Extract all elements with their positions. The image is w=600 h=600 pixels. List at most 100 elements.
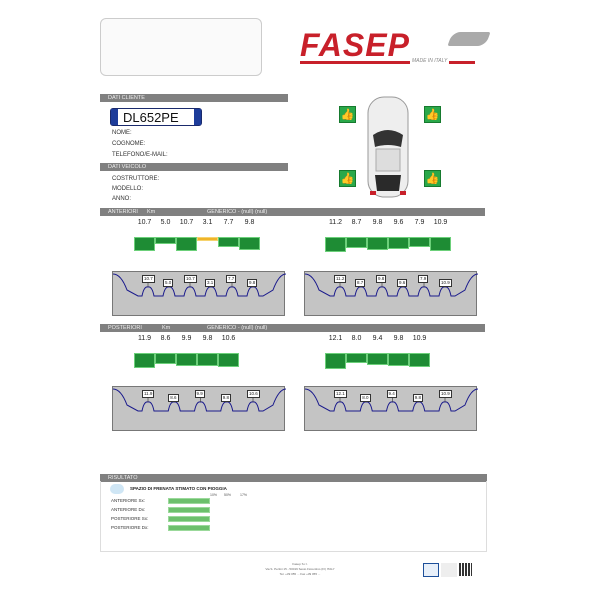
tread-depth-bar — [155, 237, 176, 244]
tread-depth-bar — [176, 353, 197, 366]
tread-depth-bar — [388, 353, 409, 366]
tread-depth-value: 8.7 — [351, 219, 362, 226]
result-row-label: POSTERIORE Dx: — [111, 525, 149, 530]
field-modello: MODELLO: — [112, 186, 144, 192]
fasep-logo: FASEP MADE IN ITALY — [300, 27, 491, 70]
qr-code — [459, 563, 472, 576]
tread-depth-value: 9.9 — [181, 335, 192, 342]
tread-depth-bar — [218, 237, 239, 247]
profile-line — [305, 273, 478, 297]
tread-depth-bar — [197, 353, 218, 366]
profile-depth-label: 8.7 — [355, 279, 366, 287]
profile-depth-label: 10.7 — [142, 275, 155, 283]
profile-depth-label: 10.6 — [247, 390, 260, 398]
tread-depth-value: 9.8 — [393, 335, 404, 342]
profile-depth-label: 9.8 — [220, 394, 232, 402]
profile-depth-label: 11.2 — [334, 275, 347, 283]
tread-depth-bar — [197, 237, 218, 242]
tread-depth-value: 12.1 — [328, 335, 343, 342]
tread-depth-bar — [155, 353, 176, 365]
tread-depth-bar — [367, 353, 388, 366]
scale-label: 50% — [224, 493, 232, 497]
plate-number: DL652PE — [123, 110, 179, 125]
profile-depth-label: 7.9 — [418, 275, 429, 283]
tread-depth-value: 10.9 — [412, 335, 427, 342]
tread-depth-value: 9.8 — [202, 335, 213, 342]
scale-label: 10% — [210, 493, 218, 497]
result-row-label: POSTERIORE Sx: — [111, 516, 149, 521]
result-row-label: ANTERIORE Dx: — [111, 507, 146, 512]
profile-depth-label: 9.6 — [397, 279, 408, 287]
scale-label: 17% — [240, 493, 248, 497]
certification-text — [441, 563, 457, 577]
rain-cloud-icon — [110, 484, 124, 494]
tread-depth-bar — [409, 237, 430, 248]
profile-depth-label: 10.9 — [439, 279, 452, 287]
section-header-posteriori: POSTERIORI Km GENERICO - (null) (null) — [100, 324, 485, 332]
thumbs-up-icon: 👍 — [424, 170, 441, 187]
thumbs-up-icon: 👍 — [339, 106, 356, 123]
logo-tagline: MADE IN ITALY — [410, 58, 450, 64]
customer-logo-box — [100, 18, 262, 76]
tread-profile-front-right: 11.2 8.7 9.8 9.6 7.9 10.9 — [304, 271, 478, 316]
tread-depth-bar — [367, 237, 388, 250]
profile-depth-label: 5.0 — [163, 279, 174, 287]
car-top-view — [365, 95, 411, 199]
tread-depth-bar — [218, 353, 239, 367]
logo-text: FASEP — [300, 27, 410, 63]
profile-depth-label: 10.7 — [184, 275, 197, 283]
tread-depth-value: 7.9 — [414, 219, 425, 226]
profile-depth-label: 9.4 — [386, 390, 397, 398]
field-anno: ANNO: — [112, 196, 132, 202]
tread-depth-bar — [346, 237, 367, 249]
tread-depth-value: 10.7 — [137, 219, 152, 226]
section-header-anteriori: ANTERIORI Km GENERICO - (null) (null) — [100, 208, 485, 216]
field-nome: NOME: — [112, 130, 132, 136]
profile-depth-label: 12.1 — [334, 390, 347, 398]
tread-depth-bar — [134, 353, 155, 369]
tread-depth-value: 9.6 — [393, 219, 404, 226]
profile-depth-label: 9.8 — [376, 275, 387, 283]
tread-depth-value: 3.1 — [202, 219, 213, 226]
tread-depth-value: 8.6 — [160, 335, 171, 342]
profile-depth-label: 11.9 — [142, 390, 155, 398]
field-costruttore: COSTRUTTORE: — [112, 176, 160, 182]
license-plate: DL652PE — [110, 108, 202, 126]
tread-depth-value: 11.2 — [328, 219, 343, 226]
profile-depth-label: 9.9 — [194, 390, 205, 398]
tread-depth-bar — [346, 353, 367, 364]
profile-depth-label: 9.8 — [247, 279, 258, 287]
profile-depth-label: 8.6 — [168, 394, 179, 402]
tread-depth-bar — [430, 237, 451, 252]
tread-depth-value: 9.4 — [372, 335, 383, 342]
footer-contacts: Tel. +39 055 ... Fax +39 055 ... — [279, 572, 321, 576]
result-panel — [100, 481, 487, 552]
profile-depth-label: 10.9 — [439, 390, 452, 398]
tread-depth-bar — [239, 237, 260, 250]
result-bar — [168, 516, 210, 522]
field-telefono: TELEFONO/E-MAIL: — [112, 152, 168, 158]
footer-address: Via S. Pertini 15 - 50019 Sesto Fiorenti… — [265, 567, 335, 571]
tread-depth-bar — [325, 237, 346, 252]
certification-badge — [423, 563, 439, 577]
tread-depth-value: 9.8 — [244, 219, 255, 226]
profile-depth-label: 9.8 — [412, 394, 424, 402]
tread-depth-value: 11.9 — [137, 335, 152, 342]
tread-depth-value: 10.6 — [221, 335, 236, 342]
result-bar — [168, 507, 210, 513]
field-cognome: COGNOME: — [112, 141, 146, 147]
footer-company: Fasep S.r.l. — [292, 562, 308, 566]
section-header-risultato: RISULTATO — [100, 474, 487, 482]
profile-depth-label: 3.1 — [205, 279, 216, 287]
result-bar — [168, 498, 210, 504]
tread-depth-bar — [176, 237, 197, 251]
tread-depth-bar — [325, 353, 346, 369]
tread-depth-value: 10.9 — [433, 219, 448, 226]
thumbs-up-icon: 👍 — [424, 106, 441, 123]
result-bar — [168, 525, 210, 531]
section-header-veicolo: DATI VEICOLO — [100, 163, 288, 171]
tread-depth-value: 8.0 — [351, 335, 362, 342]
result-row-label: ANTERIORE Sx: — [111, 498, 146, 503]
